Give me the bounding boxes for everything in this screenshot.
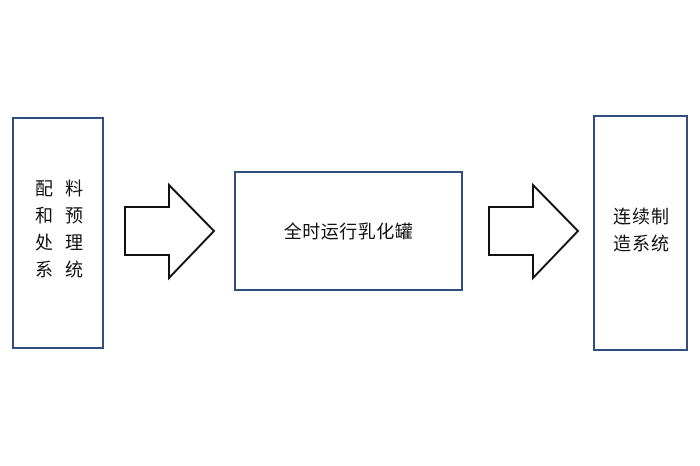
left-box-col1-char-3: 处 [35,233,53,254]
left-box-col1-char-4: 系 [35,260,53,281]
left-box-col2-char-2: 预 [65,206,83,227]
left-box-col1-char-2: 和 [35,206,53,227]
right-box-line1: 连续制 [613,207,670,228]
right-box-line2: 造系统 [613,234,670,255]
right-arrow-icon [124,182,216,281]
left-box-col2-char-4: 统 [65,260,83,281]
left-box-col1-char-1: 配 [35,179,53,200]
continuous-manufacturing-box: 连续制 造系统 [593,115,688,351]
left-box-col2-char-3: 理 [65,233,83,254]
left-box-col2-char-1: 料 [65,179,83,200]
batching-pretreatment-box: 配 料 和 预 处 理 系 统 [12,117,104,349]
emulsification-tank-box: 全时运行乳化罐 [234,171,463,291]
right-arrow-icon [488,182,580,281]
emulsification-tank-label: 全时运行乳化罐 [283,222,414,243]
